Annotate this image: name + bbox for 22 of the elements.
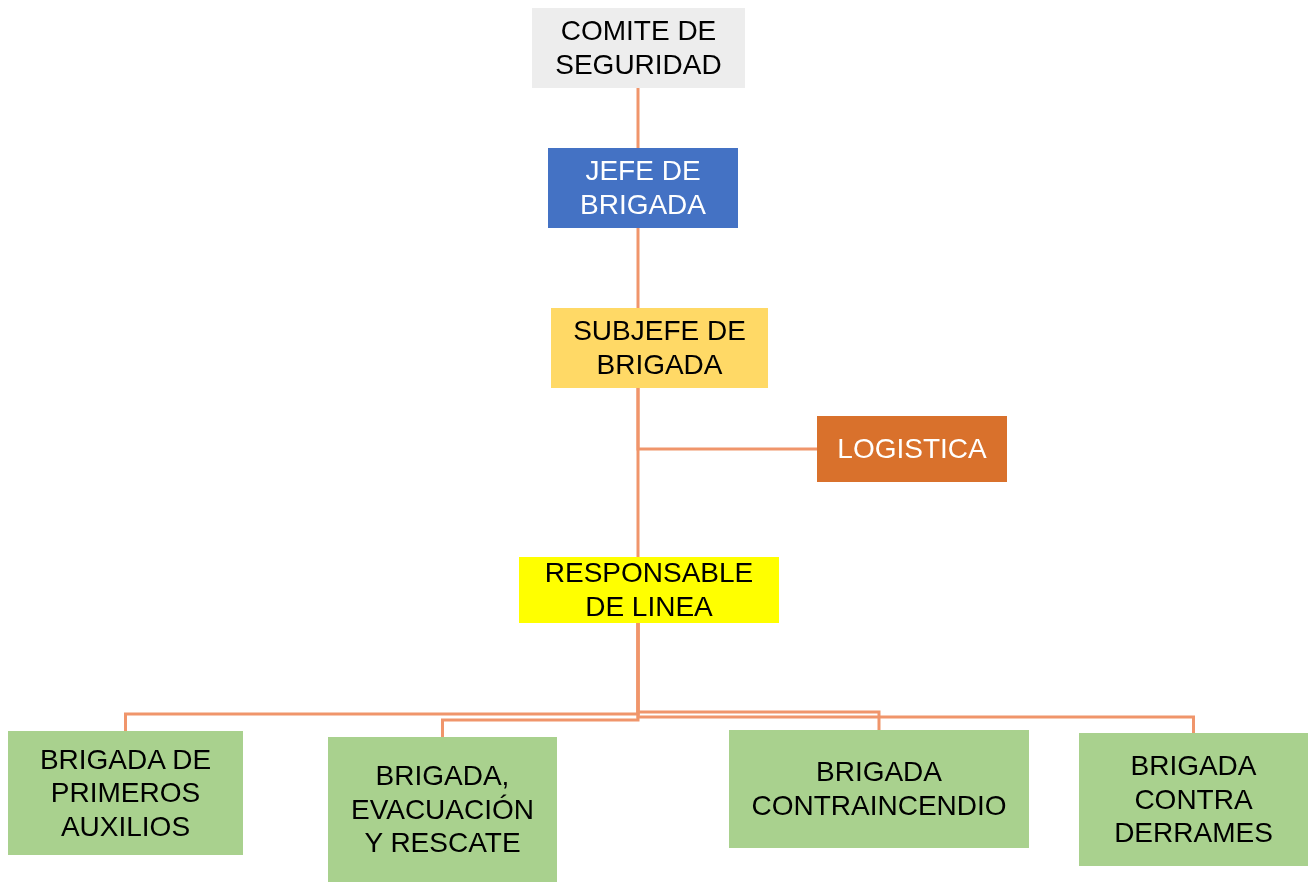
box-label: BRIGADA CONTRAINCENDIO	[750, 755, 1008, 823]
org-box	[328, 737, 557, 882]
box-label: LOGISTICA	[837, 432, 987, 466]
connector-line	[636, 388, 640, 557]
connector-line	[636, 623, 1195, 733]
connector-line	[636, 228, 640, 308]
box-label: RESPONSABLE DE LINEA	[543, 556, 755, 624]
box-label: SUBJEFE DE BRIGADA	[572, 314, 747, 382]
org-box	[729, 730, 1029, 848]
box-label: JEFE DE BRIGADA	[579, 154, 707, 222]
box-label: BRIGADA DE PRIMEROS AUXILIOS	[38, 742, 213, 844]
org-box	[8, 731, 243, 855]
org-box	[548, 148, 738, 228]
connector-line	[636, 88, 640, 148]
box-label: COMITE DE SEGURIDAD	[554, 14, 723, 82]
org-box	[817, 416, 1007, 482]
box-label: BRIGADA CONTRA DERRAMES	[1113, 749, 1274, 850]
org-box	[551, 308, 768, 388]
org-box	[532, 8, 745, 88]
org-box	[1079, 733, 1308, 866]
org-box	[519, 557, 779, 623]
box-label: BRIGADA, EVACUACIÓN Y RESCATE	[350, 759, 535, 860]
